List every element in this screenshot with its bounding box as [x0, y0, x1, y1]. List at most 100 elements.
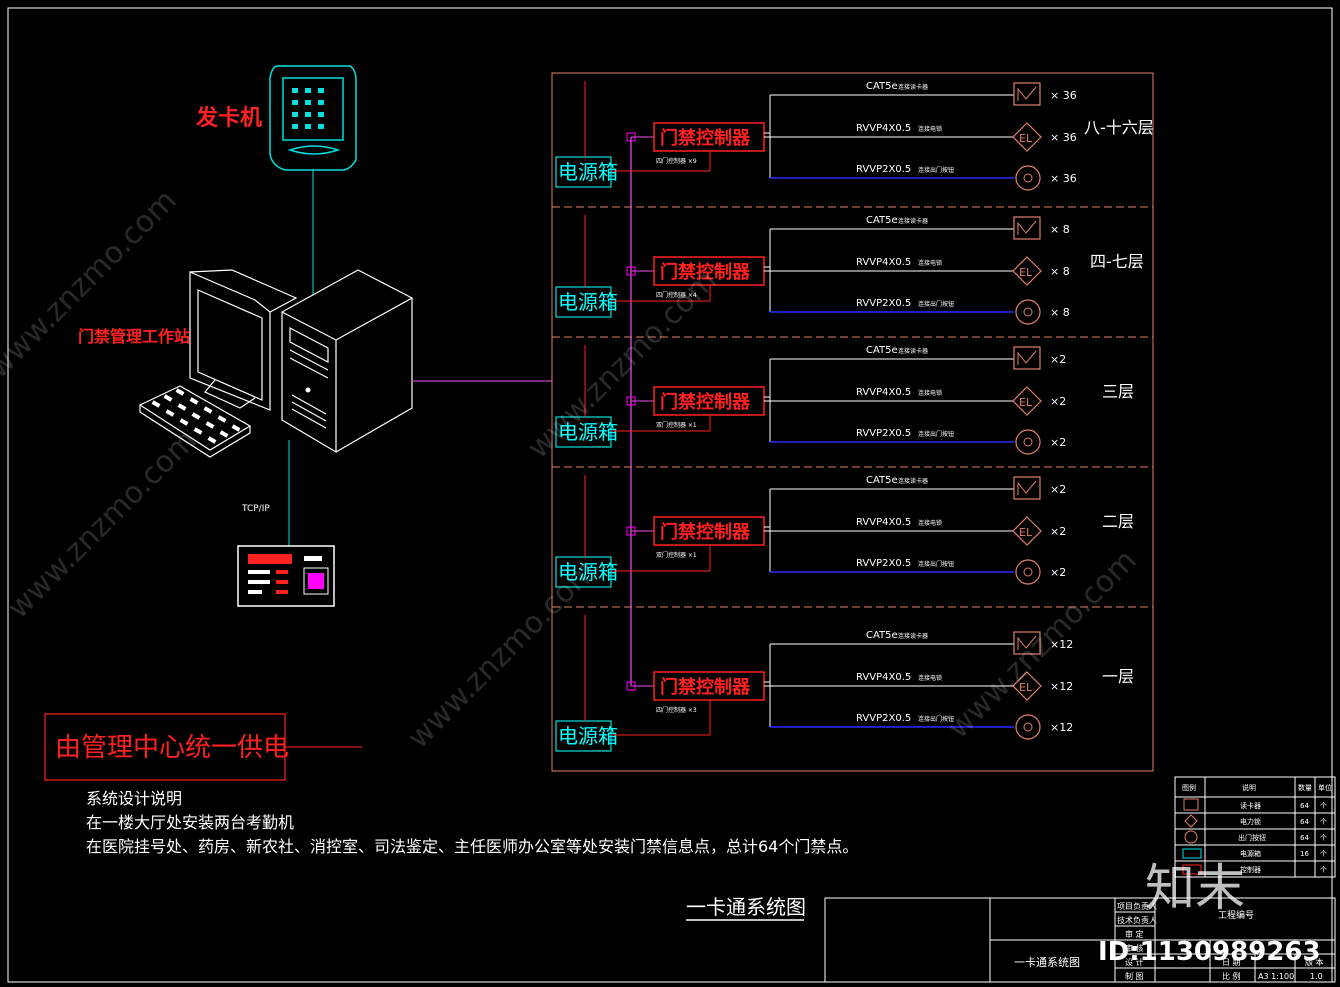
electric-lock-glyph: EL	[1019, 681, 1033, 694]
cable-1-label: CAT5e	[866, 475, 898, 486]
exit-button-inner	[1023, 567, 1033, 577]
cable-2-label: RVVP4X0.5	[856, 387, 911, 398]
electric-lock-glyph: EL	[1019, 526, 1033, 539]
legend-qty-0: 64	[1300, 802, 1309, 810]
card-reader-icon	[1013, 82, 1041, 106]
tb-date: 日 期	[1222, 958, 1241, 967]
floor-label: 三层	[1102, 382, 1134, 401]
exit-button-icon	[1015, 714, 1041, 740]
floor-label: 四-七层	[1090, 252, 1144, 271]
electric-lock-icon	[1012, 516, 1042, 546]
legend-unit-3: 个	[1320, 850, 1327, 858]
tb-project-no: 工程编号	[1218, 909, 1254, 921]
card-reader-icon	[1013, 216, 1041, 240]
card-issuer-label: 发卡机	[195, 105, 262, 131]
cable-3-note: 连接出门按钮	[918, 300, 954, 308]
cable-2-label: RVVP4X0.5	[856, 517, 911, 528]
legend-desc-4: 控制器	[1240, 865, 1261, 874]
exit-button-icon	[1015, 429, 1041, 455]
controller-label: 门禁控制器	[660, 391, 751, 413]
electric-lock-icon	[1012, 386, 1042, 416]
power-box	[555, 156, 612, 188]
tb-drawing-name: 一卡通系统图	[1014, 956, 1080, 969]
cable-1-note: 连接读卡器	[898, 477, 928, 485]
bus-node	[626, 396, 636, 406]
floor-label: 二层	[1102, 512, 1134, 531]
card-issuer-keypad	[292, 88, 324, 129]
power-box	[555, 416, 612, 448]
cable-3-label: RVVP2X0.5	[856, 298, 911, 309]
card-reader-glyph	[1017, 220, 1037, 235]
cable-1-label: CAT5e	[866, 345, 898, 356]
legend-desc-1: 电力锁	[1240, 817, 1261, 826]
floor-label: 八-十六层	[1084, 118, 1154, 137]
tb-label-3: 审 核	[1125, 943, 1144, 953]
legend-controller-icon	[1182, 864, 1202, 875]
legend-unit-0: 个	[1320, 802, 1327, 810]
bus-node	[626, 132, 636, 142]
controller-label: 门禁控制器	[660, 521, 751, 543]
tcpip-label: TCP/IP	[241, 504, 270, 514]
exit-button-inner	[1023, 722, 1033, 732]
cable-3-label: RVVP2X0.5	[856, 713, 911, 724]
card-reader-glyph	[1017, 480, 1037, 495]
power-box-label: 电源箱	[558, 560, 618, 584]
tb-label-5: 制 图	[1125, 971, 1144, 981]
watermark-site-4: www.znzmo.com	[1, 423, 204, 626]
electric-lock-glyph: EL	[1019, 132, 1033, 145]
watermark-site-2: www.znzmo.com	[521, 263, 724, 466]
drawing-border	[7, 7, 1333, 983]
lock-qty: ×2	[1050, 525, 1066, 538]
legend-reader-icon	[1183, 798, 1199, 811]
legend-header-3: 单位	[1318, 783, 1332, 792]
power-box-label: 电源箱	[558, 420, 618, 444]
power-box	[555, 286, 612, 318]
pc-power-led	[305, 387, 311, 393]
legend-desc-3: 电源箱	[1240, 849, 1261, 858]
cable-3-note: 连接出门按钮	[918, 166, 954, 174]
electric-lock-glyph: EL	[1019, 266, 1033, 279]
legend-unit-1: 个	[1320, 818, 1327, 826]
cable-1-label: CAT5e	[866, 215, 898, 226]
legend-power-icon	[1182, 848, 1202, 859]
power-box-label: 电源箱	[558, 290, 618, 314]
legend-qty-1: 64	[1300, 818, 1309, 826]
power-box	[555, 720, 612, 752]
legend-button-icon	[1184, 830, 1198, 844]
power-box-label: 电源箱	[558, 160, 618, 184]
electric-lock-icon	[1012, 671, 1042, 701]
cable-1-note: 连接读卡器	[898, 83, 928, 91]
cable-2-label: RVVP4X0.5	[856, 672, 911, 683]
cable-2-note: 连接电锁	[918, 389, 942, 397]
cable-2-label: RVVP4X0.5	[856, 257, 911, 268]
power-box-label: 电源箱	[558, 724, 618, 748]
exit-button-inner	[1023, 173, 1033, 183]
pc-tower-icon	[280, 269, 414, 454]
card-issuer-device	[269, 65, 357, 171]
cable-2-note: 连接电锁	[918, 519, 942, 527]
power-note-text: 由管理中心统一供电	[55, 733, 289, 763]
button-qty: × 8	[1050, 306, 1070, 319]
controller-count: 四门控制器 ×3	[656, 706, 697, 714]
monitor-icon	[189, 269, 298, 411]
card-reader-icon	[1013, 631, 1041, 655]
lock-qty: × 8	[1050, 265, 1070, 278]
legend-header-1: 说明	[1242, 783, 1256, 792]
button-qty: ×2	[1050, 436, 1066, 449]
exit-button-icon	[1015, 299, 1041, 325]
tb-version: 1.0	[1310, 972, 1323, 981]
notes-line-1: 在一楼大厅处安装两台考勤机	[86, 813, 294, 832]
keyboard-keys	[151, 388, 241, 444]
cable-1-note: 连接读卡器	[898, 632, 928, 640]
watermark-layer: www.znzmo.com www.znzmo.com www.znzmo.co…	[0, 183, 1144, 756]
attendance-terminal-icon	[237, 545, 335, 607]
card-reader-icon	[1013, 476, 1041, 500]
keyboard-icon	[138, 385, 252, 458]
tb-label-1: 技术负责人	[1117, 915, 1157, 925]
watermark-id: ID:1130989263	[1098, 937, 1321, 967]
controller-label: 门禁控制器	[660, 127, 751, 149]
cable-3-label: RVVP2X0.5	[856, 164, 911, 175]
tb-label-4: 设 计	[1125, 957, 1144, 967]
